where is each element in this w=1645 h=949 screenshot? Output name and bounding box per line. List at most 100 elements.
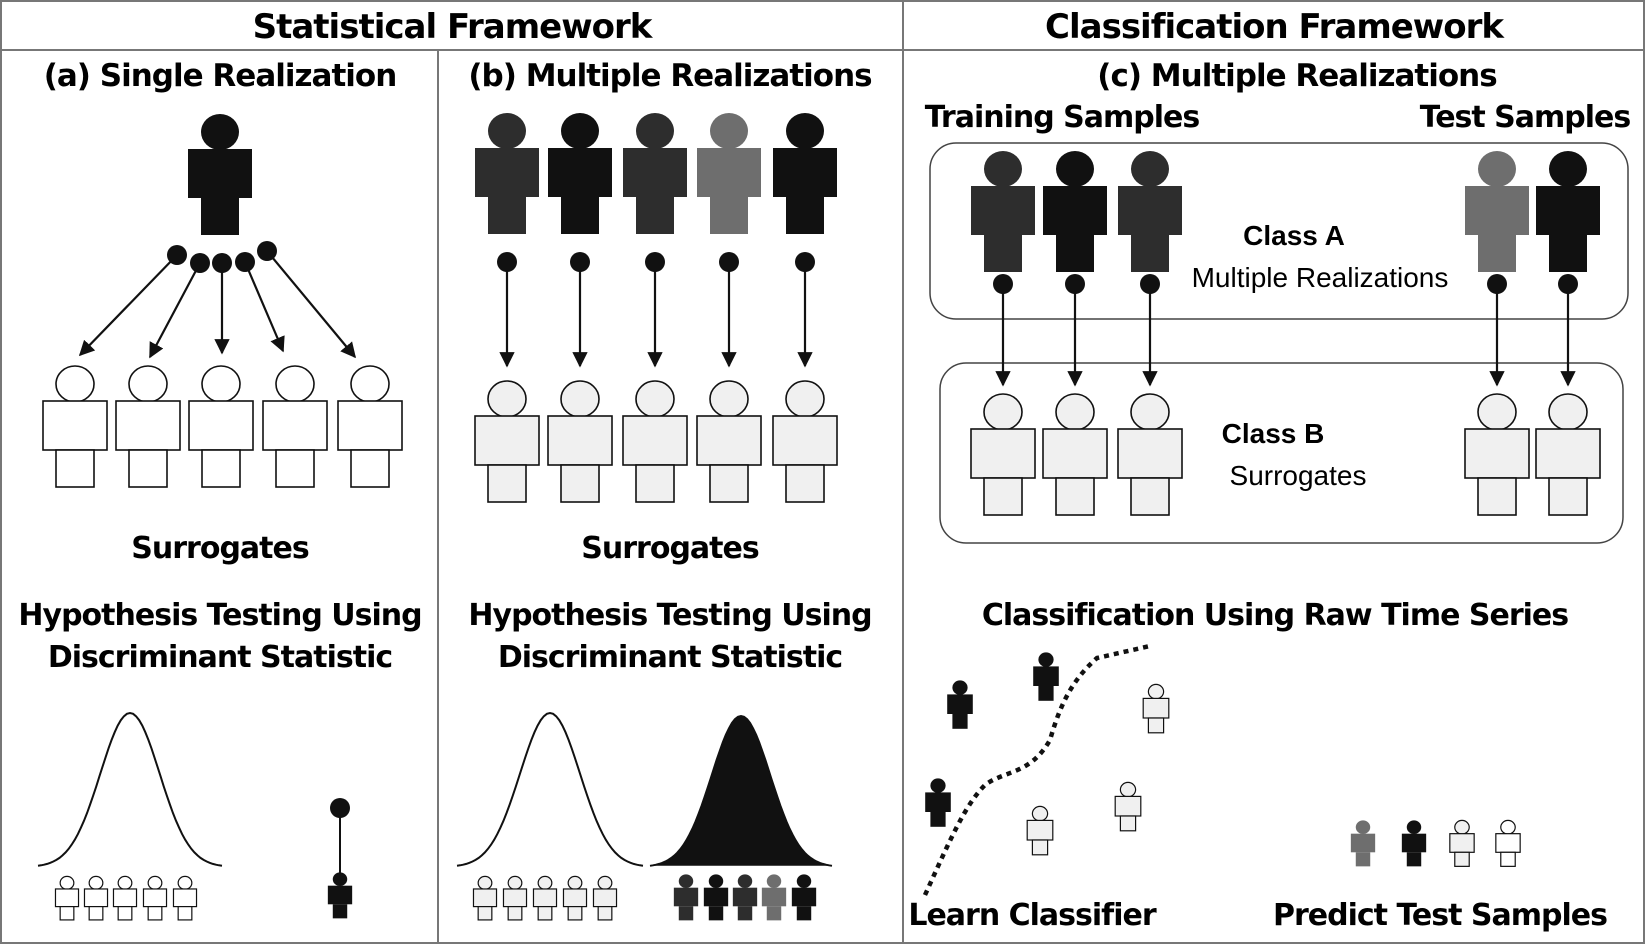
person-body xyxy=(1495,833,1521,853)
class-a-test-1 xyxy=(1465,151,1529,272)
person-legs xyxy=(709,464,749,503)
person-legs xyxy=(201,198,239,235)
class-a-dot xyxy=(1140,274,1160,294)
person-body xyxy=(947,694,973,714)
panel-a-surrogate-2 xyxy=(115,365,181,488)
person-body xyxy=(697,148,761,197)
panel-a-title: (a) Single Realization xyxy=(44,58,397,94)
person-body xyxy=(142,888,168,908)
person-legs xyxy=(1147,717,1165,734)
person-body xyxy=(1033,666,1059,686)
person-body xyxy=(188,400,254,451)
person-legs xyxy=(567,905,583,921)
person-body xyxy=(703,887,729,907)
person-body xyxy=(772,415,838,466)
person-head xyxy=(177,875,193,890)
predict-test-samples-label: Predict Test Samples xyxy=(1273,898,1607,933)
person-body xyxy=(1042,428,1108,479)
panel-b-surrogate-4 xyxy=(696,380,762,503)
class-b-title: Class B xyxy=(1222,418,1325,449)
panel-a-surrogate-4 xyxy=(262,365,328,488)
panel-b-dot xyxy=(645,252,665,272)
person-head xyxy=(635,380,675,418)
panel-a-dot xyxy=(257,241,277,261)
person-body xyxy=(1464,428,1530,479)
person-legs xyxy=(710,197,748,234)
class-a-subtitle: Multiple Realizations xyxy=(1192,262,1449,293)
person-body xyxy=(327,885,353,905)
person-body xyxy=(1536,186,1600,235)
person-head xyxy=(59,875,75,890)
person-legs xyxy=(1038,686,1054,701)
panel-b-realization-3 xyxy=(623,113,687,234)
person-body xyxy=(1535,428,1601,479)
panel-b-surrogate-5 xyxy=(772,380,838,503)
person-head xyxy=(983,393,1023,431)
person-legs xyxy=(487,464,527,503)
learn-classifier-label: Learn Classifier xyxy=(908,898,1157,933)
statistical-framework-header: Statistical Framework xyxy=(253,7,654,47)
person-body xyxy=(502,888,528,908)
person-body xyxy=(1142,697,1170,719)
person-legs xyxy=(561,197,599,234)
person-head xyxy=(708,874,724,889)
person-body xyxy=(472,888,498,908)
panel-b-title: (b) Multiple Realizations xyxy=(468,58,871,94)
class-b-test-2 xyxy=(1535,393,1601,516)
person-legs xyxy=(507,905,523,921)
person-head xyxy=(1355,820,1371,835)
person-legs xyxy=(785,464,825,503)
person-body xyxy=(623,148,687,197)
person-body xyxy=(925,792,951,812)
panel-b-mini-realization-5 xyxy=(791,874,817,921)
person-head xyxy=(930,778,946,793)
person-body xyxy=(622,415,688,466)
person-head xyxy=(1454,819,1470,835)
class-a-test-2 xyxy=(1536,151,1600,272)
person-legs xyxy=(537,905,553,921)
person-legs xyxy=(1031,839,1049,856)
person-legs xyxy=(177,905,193,921)
person-legs xyxy=(786,197,824,234)
person-head xyxy=(952,680,968,695)
person-legs xyxy=(350,449,390,488)
person-body xyxy=(54,888,80,908)
person-body xyxy=(475,148,539,197)
person-legs xyxy=(488,197,526,234)
person-legs xyxy=(1355,852,1371,867)
person-body xyxy=(1114,795,1142,817)
person-head xyxy=(567,875,583,890)
person-body xyxy=(673,887,699,907)
panel-b-dot xyxy=(719,252,739,272)
person-head xyxy=(597,875,613,890)
panel-a-statistic-dot xyxy=(330,798,350,818)
person-legs xyxy=(560,464,600,503)
class-a-training-3 xyxy=(1118,151,1182,272)
person-body xyxy=(83,888,109,908)
panel-a-hypothesis-line2: Discriminant Statistic xyxy=(48,640,392,675)
person-legs xyxy=(952,714,968,729)
person-head xyxy=(1031,805,1049,822)
panel-b-null-distribution xyxy=(456,711,644,867)
class-b-training-2 xyxy=(1042,393,1108,516)
panel-b-dot xyxy=(570,252,590,272)
class-b-training-1 xyxy=(970,393,1036,516)
panel-a-dot xyxy=(212,253,232,273)
person-head xyxy=(1038,652,1054,667)
panel-b-realization-distribution xyxy=(649,714,833,867)
panel-b-mini-realization-1 xyxy=(673,874,699,921)
panel-b-dot xyxy=(497,252,517,272)
panel-b-dot xyxy=(795,252,815,272)
person-head xyxy=(1056,151,1094,187)
scatter-class-a-3 xyxy=(925,778,951,827)
person-head xyxy=(786,113,824,149)
predict-sample-1 xyxy=(1350,820,1376,867)
class-a-dot xyxy=(1065,274,1085,294)
person-legs xyxy=(1478,235,1516,272)
person-head xyxy=(147,875,163,890)
person-legs xyxy=(737,906,753,921)
person-legs xyxy=(1549,235,1587,272)
person-body xyxy=(172,888,198,908)
